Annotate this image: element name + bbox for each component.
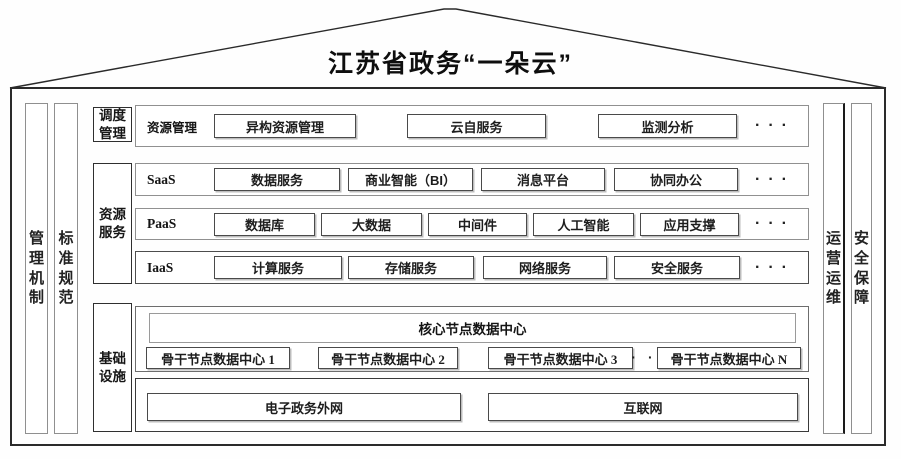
paas-item-box: 大数据 — [321, 213, 422, 236]
paas-item-box: 应用支撑 — [640, 213, 739, 236]
iaas-item-box: 安全服务 — [614, 256, 740, 279]
paas-item-box: 人工智能 — [533, 213, 634, 236]
backbone-datacenter-box: 骨干节点数据中心 N — [657, 347, 801, 369]
core-datacenter-box: 核心节点数据中心 — [149, 313, 796, 343]
section-label-resource-services: 资源服务 — [93, 163, 132, 284]
paas-item-box: 中间件 — [428, 213, 527, 236]
infrastructure-networks-container: 电子政务外网 互联网 — [135, 378, 809, 432]
saas-item-box: 消息平台 — [481, 168, 605, 191]
scheduling-item-box: 异构资源管理 — [214, 114, 356, 138]
saas-item-box: 数据服务 — [214, 168, 340, 191]
backbone-datacenter-box: 骨干节点数据中心 3 — [488, 347, 633, 369]
pillar-security: 安全保障 — [851, 103, 872, 434]
backbone-datacenter-box: 骨干节点数据中心 2 — [318, 347, 458, 369]
row-iaas: IaaS 计算服务 存储服务 网络服务 安全服务 ··· — [135, 251, 809, 284]
row-label-saas: SaaS — [147, 171, 176, 187]
ellipsis-dots: ··· — [755, 170, 795, 188]
infrastructure-datacenters-container: 核心节点数据中心 骨干节点数据中心 1 骨干节点数据中心 2 骨干节点数据中心 … — [135, 306, 809, 372]
row-scheduling: 资源管理 异构资源管理 云自服务 监测分析 ··· — [135, 105, 809, 147]
pillar-operations: 运营运维 — [823, 103, 845, 434]
paas-item-box: 数据库 — [214, 213, 315, 236]
pillar-label: 运营运维 — [825, 229, 841, 307]
scheduling-item-box: 云自服务 — [407, 114, 546, 138]
saas-item-box: 商业智能（BI） — [348, 168, 473, 191]
ellipsis-dots: ··· — [755, 215, 795, 232]
saas-item-box: 协同办公 — [614, 168, 738, 191]
row-saas: SaaS 数据服务 商业智能（BI） 消息平台 协同办公 ··· — [135, 163, 809, 196]
iaas-item-box: 存储服务 — [348, 256, 474, 279]
ellipsis-dots: ··· — [755, 117, 795, 134]
section-label-scheduling: 调度管理 — [93, 107, 132, 142]
network-box-internet: 互联网 — [488, 393, 798, 421]
pillar-label: 管理机制 — [28, 229, 44, 307]
row-label-resource-management: 资源管理 — [147, 120, 198, 135]
diagram-title: 江苏省政务“一朵云” — [327, 50, 573, 78]
ellipsis-dots: · · — [631, 349, 657, 365]
row-paas: PaaS 数据库 大数据 中间件 人工智能 应用支撑 ··· — [135, 208, 809, 240]
row-label-iaas: IaaS — [147, 259, 174, 275]
network-box-egov-extranet: 电子政务外网 — [147, 393, 461, 421]
section-label-text: 基础设施 — [99, 350, 126, 384]
section-label-text: 调度管理 — [99, 107, 126, 141]
pillar-management-mechanism: 管理机制 — [25, 103, 48, 434]
pillar-standards: 标准规范 — [54, 103, 78, 434]
section-label-infrastructure: 基础设施 — [93, 303, 132, 432]
section-label-text: 资源服务 — [99, 206, 126, 240]
iaas-item-box: 计算服务 — [214, 256, 342, 279]
pillar-label: 标准规范 — [58, 229, 74, 307]
backbone-datacenter-box: 骨干节点数据中心 1 — [146, 347, 290, 369]
scheduling-item-box: 监测分析 — [598, 114, 737, 138]
ellipsis-dots: ··· — [755, 258, 795, 276]
row-label-paas: PaaS — [147, 216, 177, 231]
iaas-item-box: 网络服务 — [483, 256, 607, 279]
pillar-label: 安全保障 — [853, 229, 869, 307]
